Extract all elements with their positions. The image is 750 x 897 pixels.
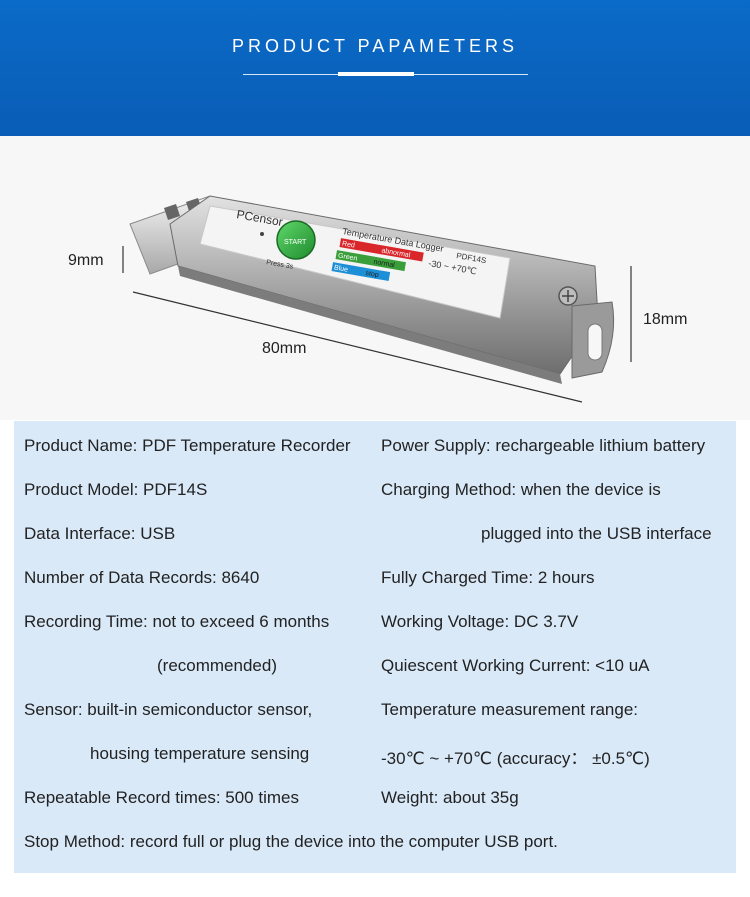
legend-blue-bar bbox=[331, 262, 391, 282]
legend-red-word: Red bbox=[341, 240, 355, 249]
spec-panel: Product Name: PDF Temperature Recorder P… bbox=[14, 421, 736, 873]
spec-sensor: Sensor: built-in semiconductor sensor, bbox=[24, 700, 313, 719]
product-illustration: START PCensor Press 3s Temperature Data … bbox=[122, 195, 632, 403]
length-label: 80mm bbox=[262, 340, 307, 357]
spec-working-voltage: Working Voltage: DC 3.7V bbox=[381, 612, 579, 631]
spec-product-model: Product Model: PDF14S bbox=[24, 480, 208, 499]
spec-data-interface: Data Interface: USB bbox=[24, 524, 176, 543]
start-button-illustration bbox=[276, 220, 316, 260]
legend-blue-status: stop bbox=[365, 270, 379, 279]
spec-recording-time-note: (recommended) bbox=[157, 656, 277, 675]
spec-charging-method-detail: plugged into the USB interface bbox=[481, 524, 712, 543]
spec-temperature-range-label: Temperature measurement range: bbox=[381, 700, 639, 719]
spec-sensor-detail: housing temperature sensing bbox=[90, 744, 310, 763]
legend-green-status: normal bbox=[373, 259, 396, 270]
spec-product-name: Product Name: PDF Temperature Recorder bbox=[24, 436, 351, 455]
indicator-led bbox=[260, 232, 264, 236]
spec-quiescent-current: Quiescent Working Current: <10 uA bbox=[381, 656, 650, 675]
thickness-label: 9mm bbox=[68, 252, 104, 269]
legend-green-word: Green bbox=[337, 252, 357, 262]
page-title: PRODUCT PAPAMETERS bbox=[231, 36, 519, 56]
spec-charging-method: Charging Method: when the device is bbox=[381, 480, 661, 499]
legend-green-bar bbox=[335, 250, 406, 272]
length-dimension-line bbox=[132, 291, 583, 403]
spec-fully-charged-time: Fully Charged Time: 2 hours bbox=[381, 568, 595, 587]
spec-weight: Weight: about 35g bbox=[381, 788, 519, 807]
start-button-text: START bbox=[284, 239, 307, 246]
width-label: 18mm bbox=[643, 311, 688, 328]
title-underline-accent bbox=[338, 72, 414, 76]
spec-number-of-records: Number of Data Records: 8640 bbox=[24, 568, 260, 587]
product-photo-area: START PCensor Press 3s Temperature Data … bbox=[0, 136, 750, 420]
spec-stop-method: Stop Method: record full or plug the dev… bbox=[24, 832, 558, 851]
spec-recording-time: Recording Time: not to exceed 6 months bbox=[24, 612, 330, 631]
press-hint: Press 3s bbox=[266, 259, 295, 271]
header-banner: PRODUCT PAPAMETERS bbox=[0, 0, 750, 136]
spec-repeatable-times: Repeatable Record times: 500 times bbox=[24, 788, 299, 807]
spec-power-supply: Power Supply: rechargeable lithium batte… bbox=[381, 436, 706, 455]
legend-blue-word: Blue bbox=[333, 264, 348, 273]
legend-red-bar bbox=[339, 238, 424, 262]
spec-temperature-range-value: -30℃ ~ +70℃ (accuracy： ±0.5℃) bbox=[381, 749, 650, 768]
